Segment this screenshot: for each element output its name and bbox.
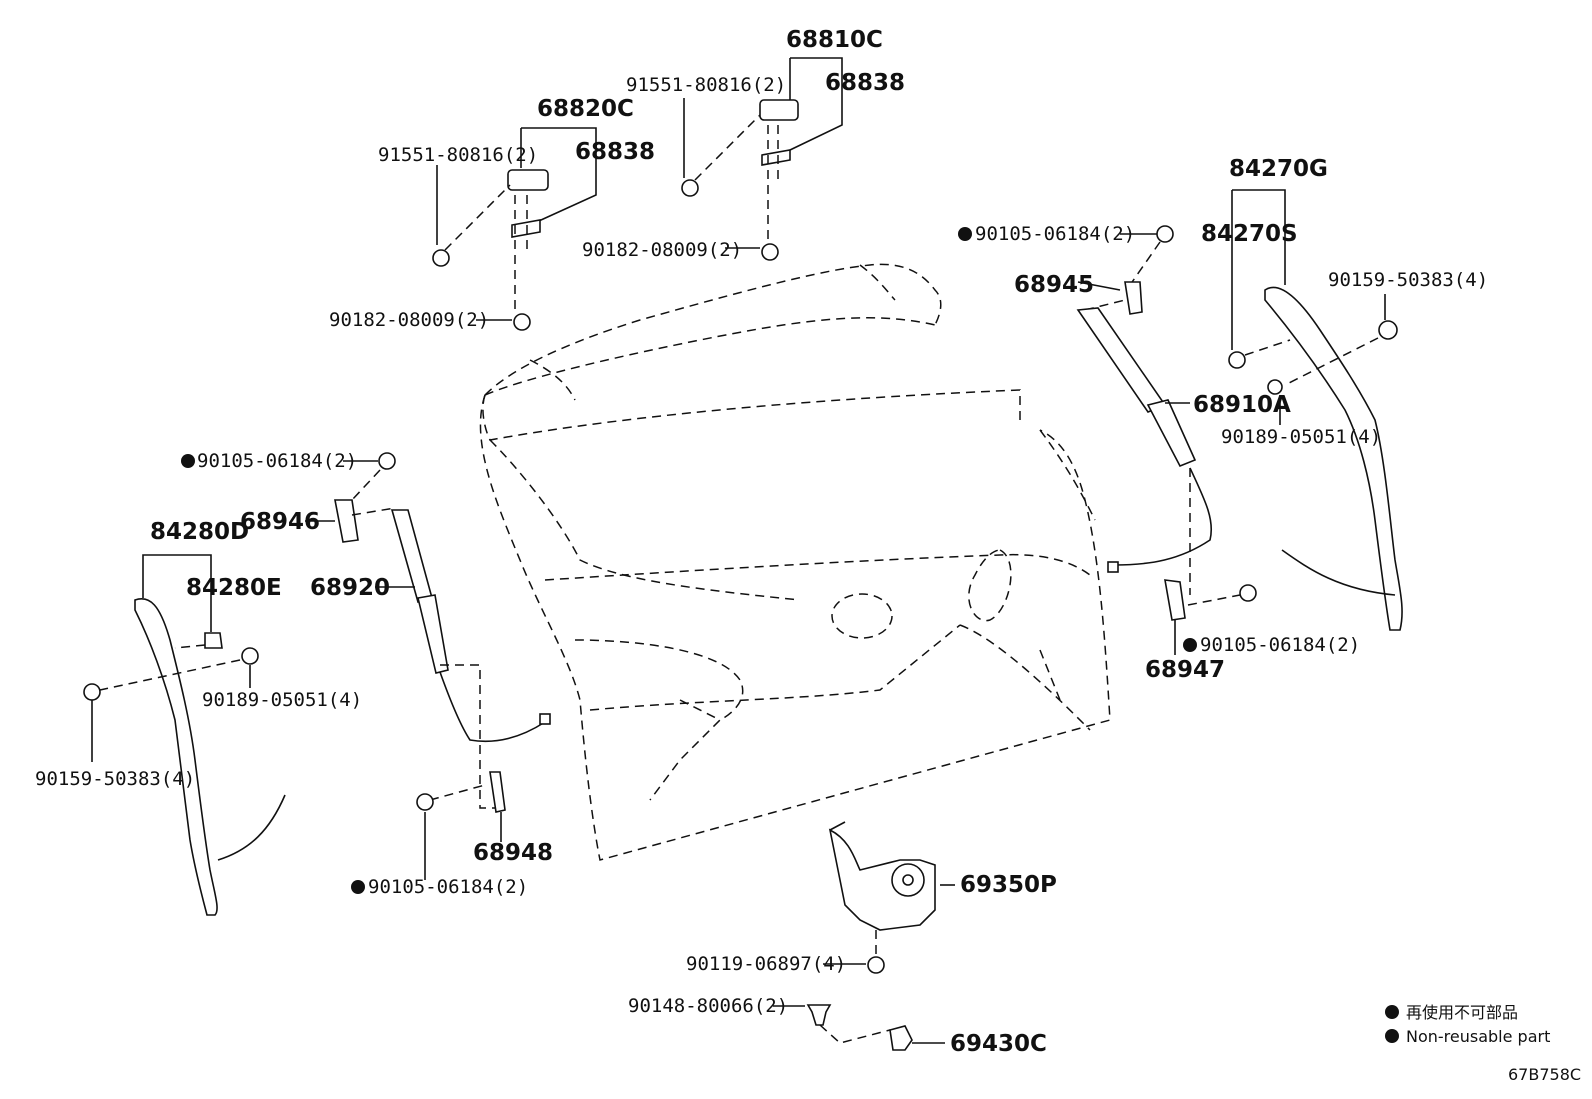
legend-bullet-en	[1385, 1029, 1399, 1043]
clip-84280E	[204, 632, 223, 649]
strut-left-group	[181, 452, 551, 894]
label-90189-left: 90189-05051(4)	[202, 689, 362, 711]
label-68945: 68945	[1014, 272, 1094, 298]
gasket-68838-left	[511, 219, 541, 238]
label-91551-top: 91551-80816(2)	[626, 74, 786, 96]
bracket-68946	[334, 499, 359, 543]
label-68948: 68948	[473, 840, 553, 866]
garnish-left-group	[83, 554, 286, 916]
label-68920: 68920	[310, 575, 390, 601]
connector-right	[1107, 561, 1119, 573]
label-68838-left: 68838	[575, 139, 655, 165]
label-69430C: 69430C	[950, 1031, 1047, 1057]
label-90105-right-bot: 90105-06184(2)	[1200, 634, 1360, 656]
bolt-90105-right-top	[1156, 225, 1174, 243]
label-84280D: 84280D	[150, 519, 249, 545]
bracket-68948	[489, 771, 506, 813]
strut-68910A-upper	[1076, 307, 1167, 413]
nut-90182-mid	[761, 243, 779, 261]
label-90159-right: 90159-50383(4)	[1328, 269, 1488, 291]
sensor-68820C	[507, 169, 549, 191]
gasket-68838-top	[761, 149, 791, 166]
label-68810C: 68810C	[786, 27, 883, 53]
label-90119: 90119-06897(4)	[686, 953, 846, 975]
clip-90189-right	[1267, 379, 1283, 395]
screw-90148	[806, 1004, 832, 1026]
bolt-90119	[867, 956, 885, 974]
sensor-68810C	[759, 99, 799, 121]
bracket-68945	[1124, 281, 1143, 315]
label-84270G: 84270G	[1229, 156, 1328, 182]
label-90105-left-bot: 90105-06184(2)	[368, 876, 528, 898]
label-69350P: 69350P	[960, 872, 1057, 898]
label-84280E: 84280E	[186, 575, 282, 601]
back-door-outline	[479, 263, 1111, 861]
sensor-assembly-left	[432, 127, 597, 331]
actuator-69350P	[828, 828, 936, 931]
garnish-right-group	[1228, 189, 1403, 631]
bolt-90105-left-bot	[416, 793, 434, 811]
label-84270S: 84270S	[1201, 221, 1298, 247]
sensor-assembly-top	[681, 57, 843, 261]
label-91551-left: 91551-80816(2)	[378, 144, 538, 166]
clip-90159-right	[1378, 320, 1398, 340]
bolt-90105-left-top	[378, 452, 396, 470]
clip-90189-left	[241, 647, 259, 665]
label-90159-left: 90159-50383(4)	[35, 768, 195, 790]
actuator-group	[773, 821, 955, 1051]
connector-left	[539, 713, 551, 725]
garnish-84280D	[134, 598, 218, 916]
clip-90159-left	[83, 683, 101, 701]
label-68838-top: 68838	[825, 70, 905, 96]
bumper-69430C	[889, 1025, 913, 1051]
strut-68910A-lower	[1146, 399, 1197, 468]
legend: 再使用不可部品 Non-reusable part 67B758C	[1385, 1003, 1581, 1084]
strut-68920-upper	[390, 509, 433, 603]
nut-90182-left	[513, 313, 531, 331]
label-90148: 90148-80066(2)	[628, 995, 788, 1017]
label-68946: 68946	[240, 509, 320, 535]
strut-68920-lower	[417, 594, 449, 674]
legend-jp: 再使用不可部品	[1406, 1003, 1518, 1022]
clip-84270S	[1228, 351, 1246, 369]
label-90182-left: 90182-08009(2)	[329, 309, 489, 331]
label-68820C: 68820C	[537, 96, 634, 122]
label-90105-left-top: 90105-06184(2)	[197, 450, 357, 472]
clip-91551-top	[681, 179, 699, 197]
reference-code: 67B758C	[1508, 1065, 1581, 1084]
garnish-84270G	[1264, 286, 1403, 631]
legend-en: Non-reusable part	[1406, 1027, 1550, 1046]
strut-right-group	[958, 225, 1257, 655]
label-90182-mid: 90182-08009(2)	[582, 239, 742, 261]
legend-bullet-jp	[1385, 1005, 1399, 1019]
label-90189-right: 90189-05051(4)	[1221, 426, 1381, 448]
label-68910A: 68910A	[1193, 392, 1291, 418]
clip-91551-left	[432, 249, 450, 267]
label-90105-right-top: 90105-06184(2)	[975, 223, 1135, 245]
bolt-90105-right-bot	[1239, 584, 1257, 602]
bracket-68947	[1164, 579, 1186, 621]
label-68947: 68947	[1145, 657, 1225, 683]
labels: 68810C 91551-80816(2) 68838 68820C 91551…	[35, 27, 1488, 1057]
